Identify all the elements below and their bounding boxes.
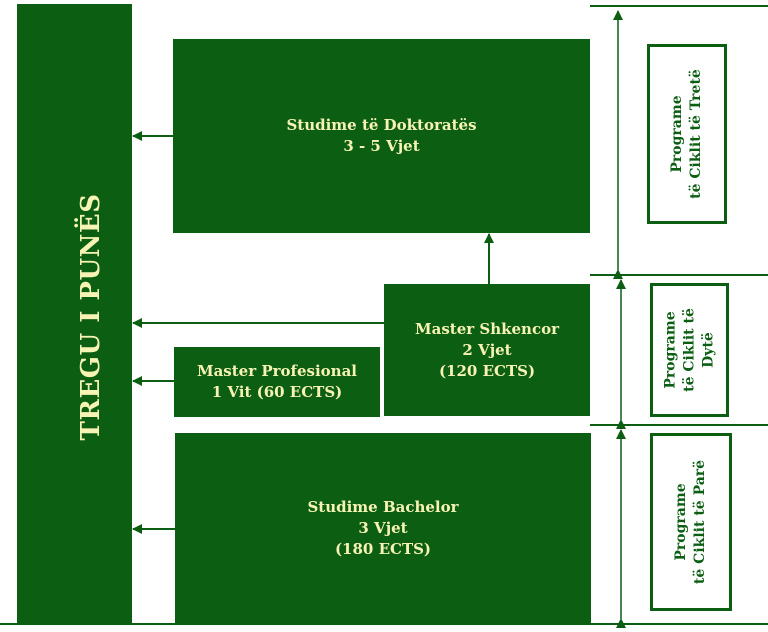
first-cycle-box: Programe të Ciklit të Parë xyxy=(650,433,732,611)
bachelor-duration: 3 Vjet xyxy=(358,519,408,537)
bachelor-title: Studime Bachelor xyxy=(307,498,459,516)
doctorate-duration: 3 - 5 Vjet xyxy=(343,137,420,155)
master-professional-title: Master Profesional xyxy=(196,362,358,380)
master-professional-box: Master Profesional 1 Vit (60 ECTS) xyxy=(174,347,380,417)
doctorate-box: Studime të Doktoratës 3 - 5 Vjet xyxy=(173,39,590,233)
third-cycle-box: Programe të Ciklit të Tretë xyxy=(647,44,727,224)
doctorate-title: Studime të Doktoratës xyxy=(286,116,477,134)
master-science-credits: (120 ECTS) xyxy=(438,361,536,380)
master-professional-duration: 1 Vit (60 ECTS) xyxy=(211,383,343,401)
master-science-duration: 2 Vjet xyxy=(462,340,512,359)
bachelor-box: Studime Bachelor 3 Vjet (180 ECTS) xyxy=(175,433,591,624)
master-science-box: Master Shkencor 2 Vjet (120 ECTS) xyxy=(384,284,590,416)
labor-market-column: TREGU I PUNËS xyxy=(17,4,132,623)
second-cycle-box: Programe të Ciklit të Dytë xyxy=(650,283,729,417)
bachelor-credits: (180 ECTS) xyxy=(334,540,432,558)
master-science-title: Master Shkencor xyxy=(415,319,559,338)
